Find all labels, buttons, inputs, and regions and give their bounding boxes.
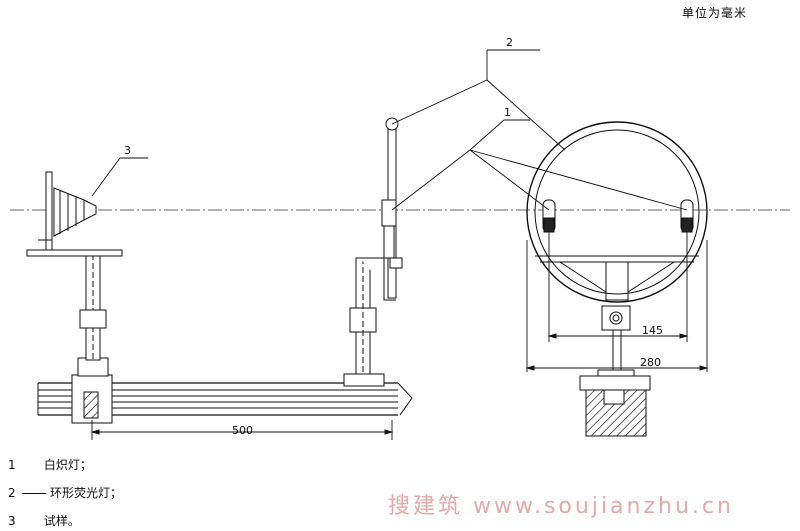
legend-item-3: 3 试样。 [8, 512, 80, 529]
projector-lamp [38, 171, 97, 251]
callout-3: 3 [124, 144, 131, 157]
dimension-145: 145 [642, 324, 663, 337]
callout-2: 2 [506, 36, 513, 49]
watermark: 搜建筑 www.soujianzhu.cn [388, 494, 734, 519]
dimension-500: 500 [232, 424, 253, 437]
leader-lines [91, 49, 688, 211]
legend-item-1: 1 白炽灯； [8, 456, 92, 473]
specimen-holder [579, 369, 651, 437]
lamp-stand [26, 249, 123, 424]
dimension-lines [90, 232, 709, 440]
legend-text: 试样。 [43, 514, 80, 528]
legend-text: 环形荧光灯； [50, 486, 123, 500]
legend-dash [22, 493, 46, 494]
legend-item-2: 2 环形荧光灯； [8, 484, 122, 501]
legend-num: 2 [8, 486, 16, 500]
lamp-post [343, 117, 403, 387]
callout-1: 1 [504, 106, 511, 119]
ring-fixture [526, 121, 708, 372]
legend-num: 3 [8, 514, 16, 528]
legend-text: 白炽灯； [43, 458, 92, 472]
legend-num: 1 [8, 458, 16, 472]
unit-note: 单位为毫米 [682, 6, 748, 20]
dimension-280: 280 [640, 356, 661, 369]
